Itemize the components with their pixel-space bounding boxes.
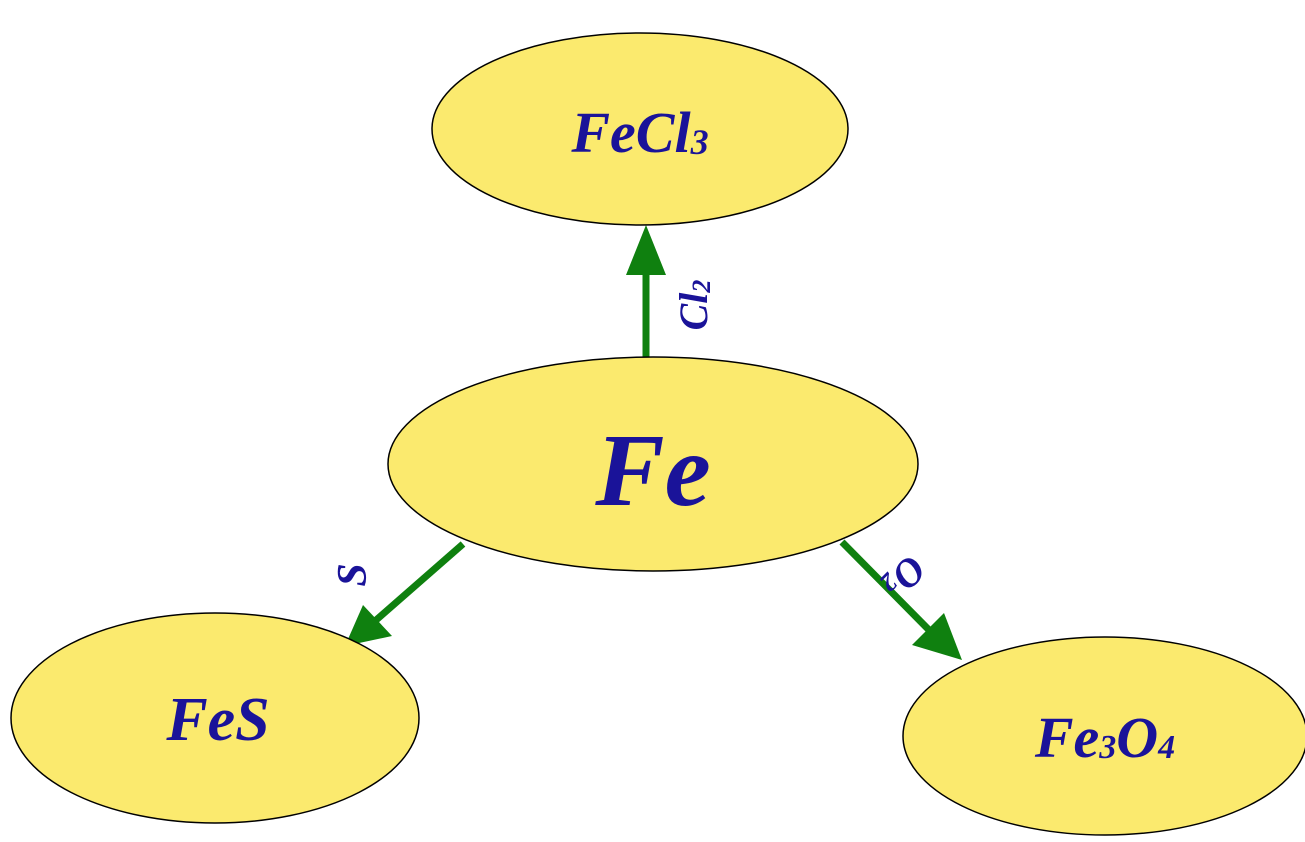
node-fes-ellipse <box>10 612 420 824</box>
node-fe-ellipse <box>387 356 919 572</box>
edge-label-o2: O2 <box>874 547 935 608</box>
node-fecl3-label: FeCl3 <box>570 100 708 165</box>
arrowhead <box>912 613 962 660</box>
node-fes: FeS <box>10 612 420 824</box>
node-fe3o4-label: Fe3O4 <box>1034 705 1175 770</box>
arrow-fe-to-fecl3 <box>626 225 666 360</box>
arrowhead <box>626 225 666 275</box>
node-fe3o4: Fe3O4 <box>902 636 1305 836</box>
arrowhead <box>345 605 392 646</box>
arrow-shaft <box>839 539 933 634</box>
node-fe: Fe <box>387 356 919 572</box>
node-fecl3: FeCl3 <box>431 32 849 226</box>
edge-label-s: S <box>330 563 376 586</box>
node-fecl3-ellipse <box>431 32 849 226</box>
edge-label-cl2: Cl2 <box>671 280 716 331</box>
arrow-shaft <box>372 541 466 624</box>
node-fe3o4-ellipse <box>902 636 1305 836</box>
arrow-fe-to-fe3o4 <box>839 539 962 660</box>
node-fes-label: FeS <box>165 686 269 754</box>
node-fe-label: Fe <box>594 413 711 528</box>
arrow-fe-to-fes <box>345 541 466 646</box>
